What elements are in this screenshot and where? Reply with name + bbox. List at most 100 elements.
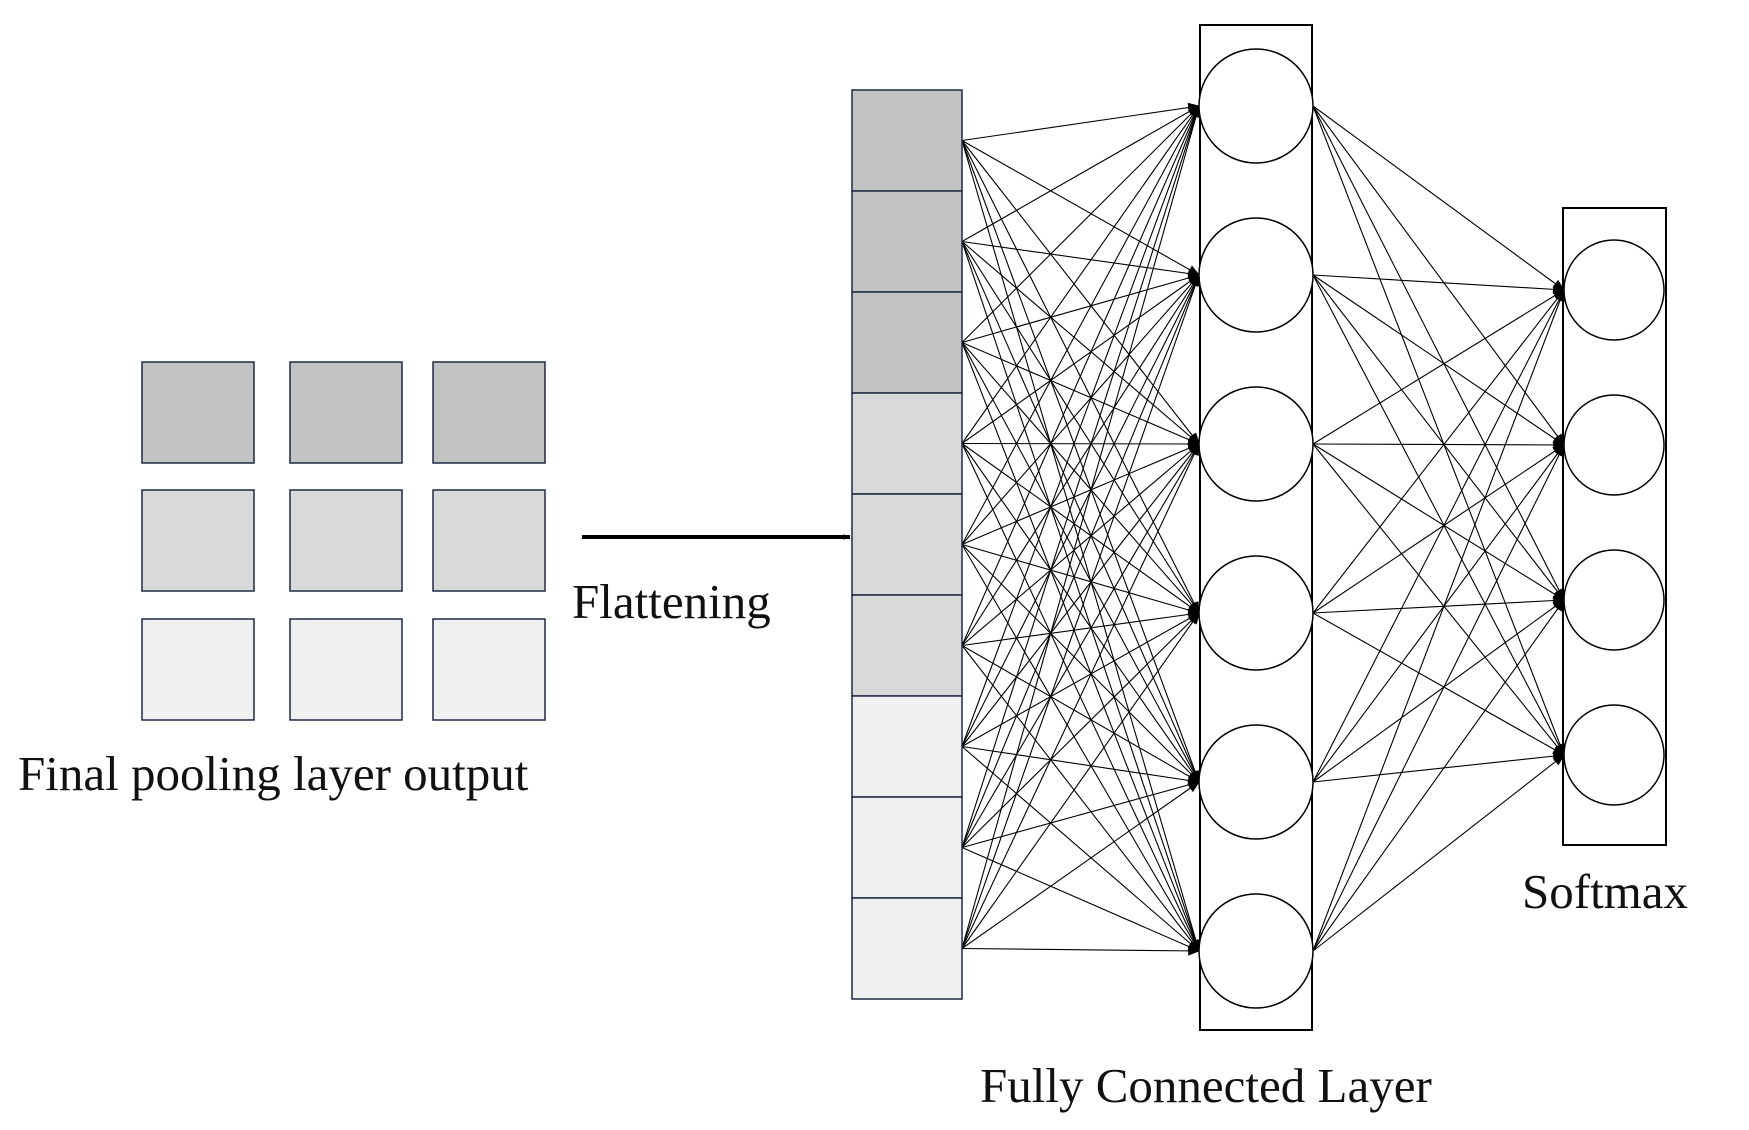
pooling-cell <box>141 489 255 592</box>
fc-node <box>1198 724 1314 840</box>
flattened-cell <box>851 493 963 596</box>
connection-line <box>1312 443 1565 952</box>
connection-line <box>1312 443 1566 601</box>
flattened-cell <box>851 89 963 192</box>
flattened-cell <box>851 291 963 394</box>
connection-line <box>1312 612 1566 756</box>
connection-line <box>961 273 1200 747</box>
connection-line <box>961 273 1200 949</box>
connection-line <box>961 645 1200 952</box>
connection-line <box>961 105 1201 242</box>
pooling-cell <box>289 618 403 721</box>
connection-line <box>1312 105 1565 446</box>
connection-line <box>961 274 1200 545</box>
softmax-layer-box <box>1562 207 1667 846</box>
connection-line <box>961 105 1200 444</box>
softmax-nodes <box>1563 239 1665 806</box>
connection-line <box>961 274 1200 444</box>
connection-line <box>961 104 1200 545</box>
connection-line <box>961 240 1201 279</box>
connection-line <box>1312 751 1566 783</box>
pooling-cell <box>141 618 255 721</box>
flattened-cell <box>851 392 963 495</box>
connection-line <box>961 443 1200 646</box>
fully-connected-layer-box <box>1199 24 1313 1031</box>
flattening-label: Flattening <box>572 574 771 629</box>
connection-line <box>961 105 1200 343</box>
connection-line <box>961 104 1200 747</box>
connection-line <box>961 104 1200 646</box>
connection-line <box>961 273 1201 344</box>
pooling-cell <box>141 361 255 464</box>
fc-node <box>1198 386 1314 502</box>
softmax-node <box>1563 239 1665 341</box>
connection-line <box>1312 440 1566 450</box>
connection-line <box>961 609 1201 647</box>
connection-line <box>961 273 1200 646</box>
connection-line <box>961 241 1201 953</box>
connection-line <box>961 442 1200 949</box>
connection-line <box>1312 105 1565 291</box>
fully-connected-nodes <box>1198 48 1314 1009</box>
fully-connected-label: Fully Connected Layer <box>980 1058 1432 1113</box>
connection-line <box>1312 443 1565 756</box>
connection-line <box>1312 289 1565 614</box>
pooling-grid <box>141 361 546 721</box>
fc-node <box>1198 555 1314 671</box>
connection-line <box>961 341 1201 445</box>
connection-line <box>1312 595 1566 614</box>
connection-line <box>1312 599 1565 952</box>
connection-line <box>961 544 1200 953</box>
connection-line <box>1312 444 1565 614</box>
softmax-label: Softmax <box>1522 864 1688 919</box>
connection-line <box>961 846 1201 952</box>
connection-line <box>961 442 1200 848</box>
connection-line <box>961 104 1201 949</box>
pooling-cell <box>432 618 546 721</box>
pooling-cell <box>432 489 546 592</box>
connection-line <box>1312 274 1565 757</box>
connection-line <box>961 781 1200 949</box>
connection-line <box>961 946 1201 956</box>
pooling-label: Final pooling layer output <box>18 746 529 801</box>
flattened-cell <box>851 796 963 899</box>
pooling-cell <box>432 361 546 464</box>
connection-line <box>1312 288 1565 952</box>
connection-line <box>1312 274 1566 295</box>
connection-line <box>961 140 1201 953</box>
flattened-cell <box>851 695 963 798</box>
connection-line <box>961 443 1201 546</box>
connection-line <box>961 102 1201 142</box>
softmax-node <box>1563 549 1665 651</box>
softmax-node <box>1563 704 1665 806</box>
flattened-cell <box>851 897 963 1000</box>
softmax-node <box>1563 394 1665 496</box>
connection-line <box>961 443 1200 747</box>
flattened-cell <box>851 594 963 697</box>
connection-line <box>1312 274 1565 601</box>
pooling-cell <box>289 361 403 464</box>
connections <box>961 102 1566 956</box>
connection-line <box>1312 105 1565 602</box>
connection-line <box>961 543 1201 615</box>
pooling-cell <box>289 489 403 592</box>
connection-line <box>1312 444 1565 783</box>
connection-line <box>961 439 1201 449</box>
connection-line <box>961 241 1200 445</box>
connection-line <box>961 104 1201 848</box>
connection-line <box>961 273 1200 848</box>
flattened-vector <box>851 89 963 1000</box>
connection-line <box>961 612 1201 747</box>
connection-line <box>961 140 1201 276</box>
connection-line <box>1312 274 1565 446</box>
connection-line <box>961 612 1200 949</box>
fc-node <box>1198 217 1314 333</box>
connection-line <box>961 780 1201 849</box>
connection-line <box>1312 754 1565 952</box>
fc-node <box>1198 893 1314 1009</box>
connection-line <box>1312 599 1565 783</box>
connection-line <box>1312 105 1565 757</box>
fc-node <box>1198 48 1314 164</box>
connection-line <box>1312 289 1566 445</box>
